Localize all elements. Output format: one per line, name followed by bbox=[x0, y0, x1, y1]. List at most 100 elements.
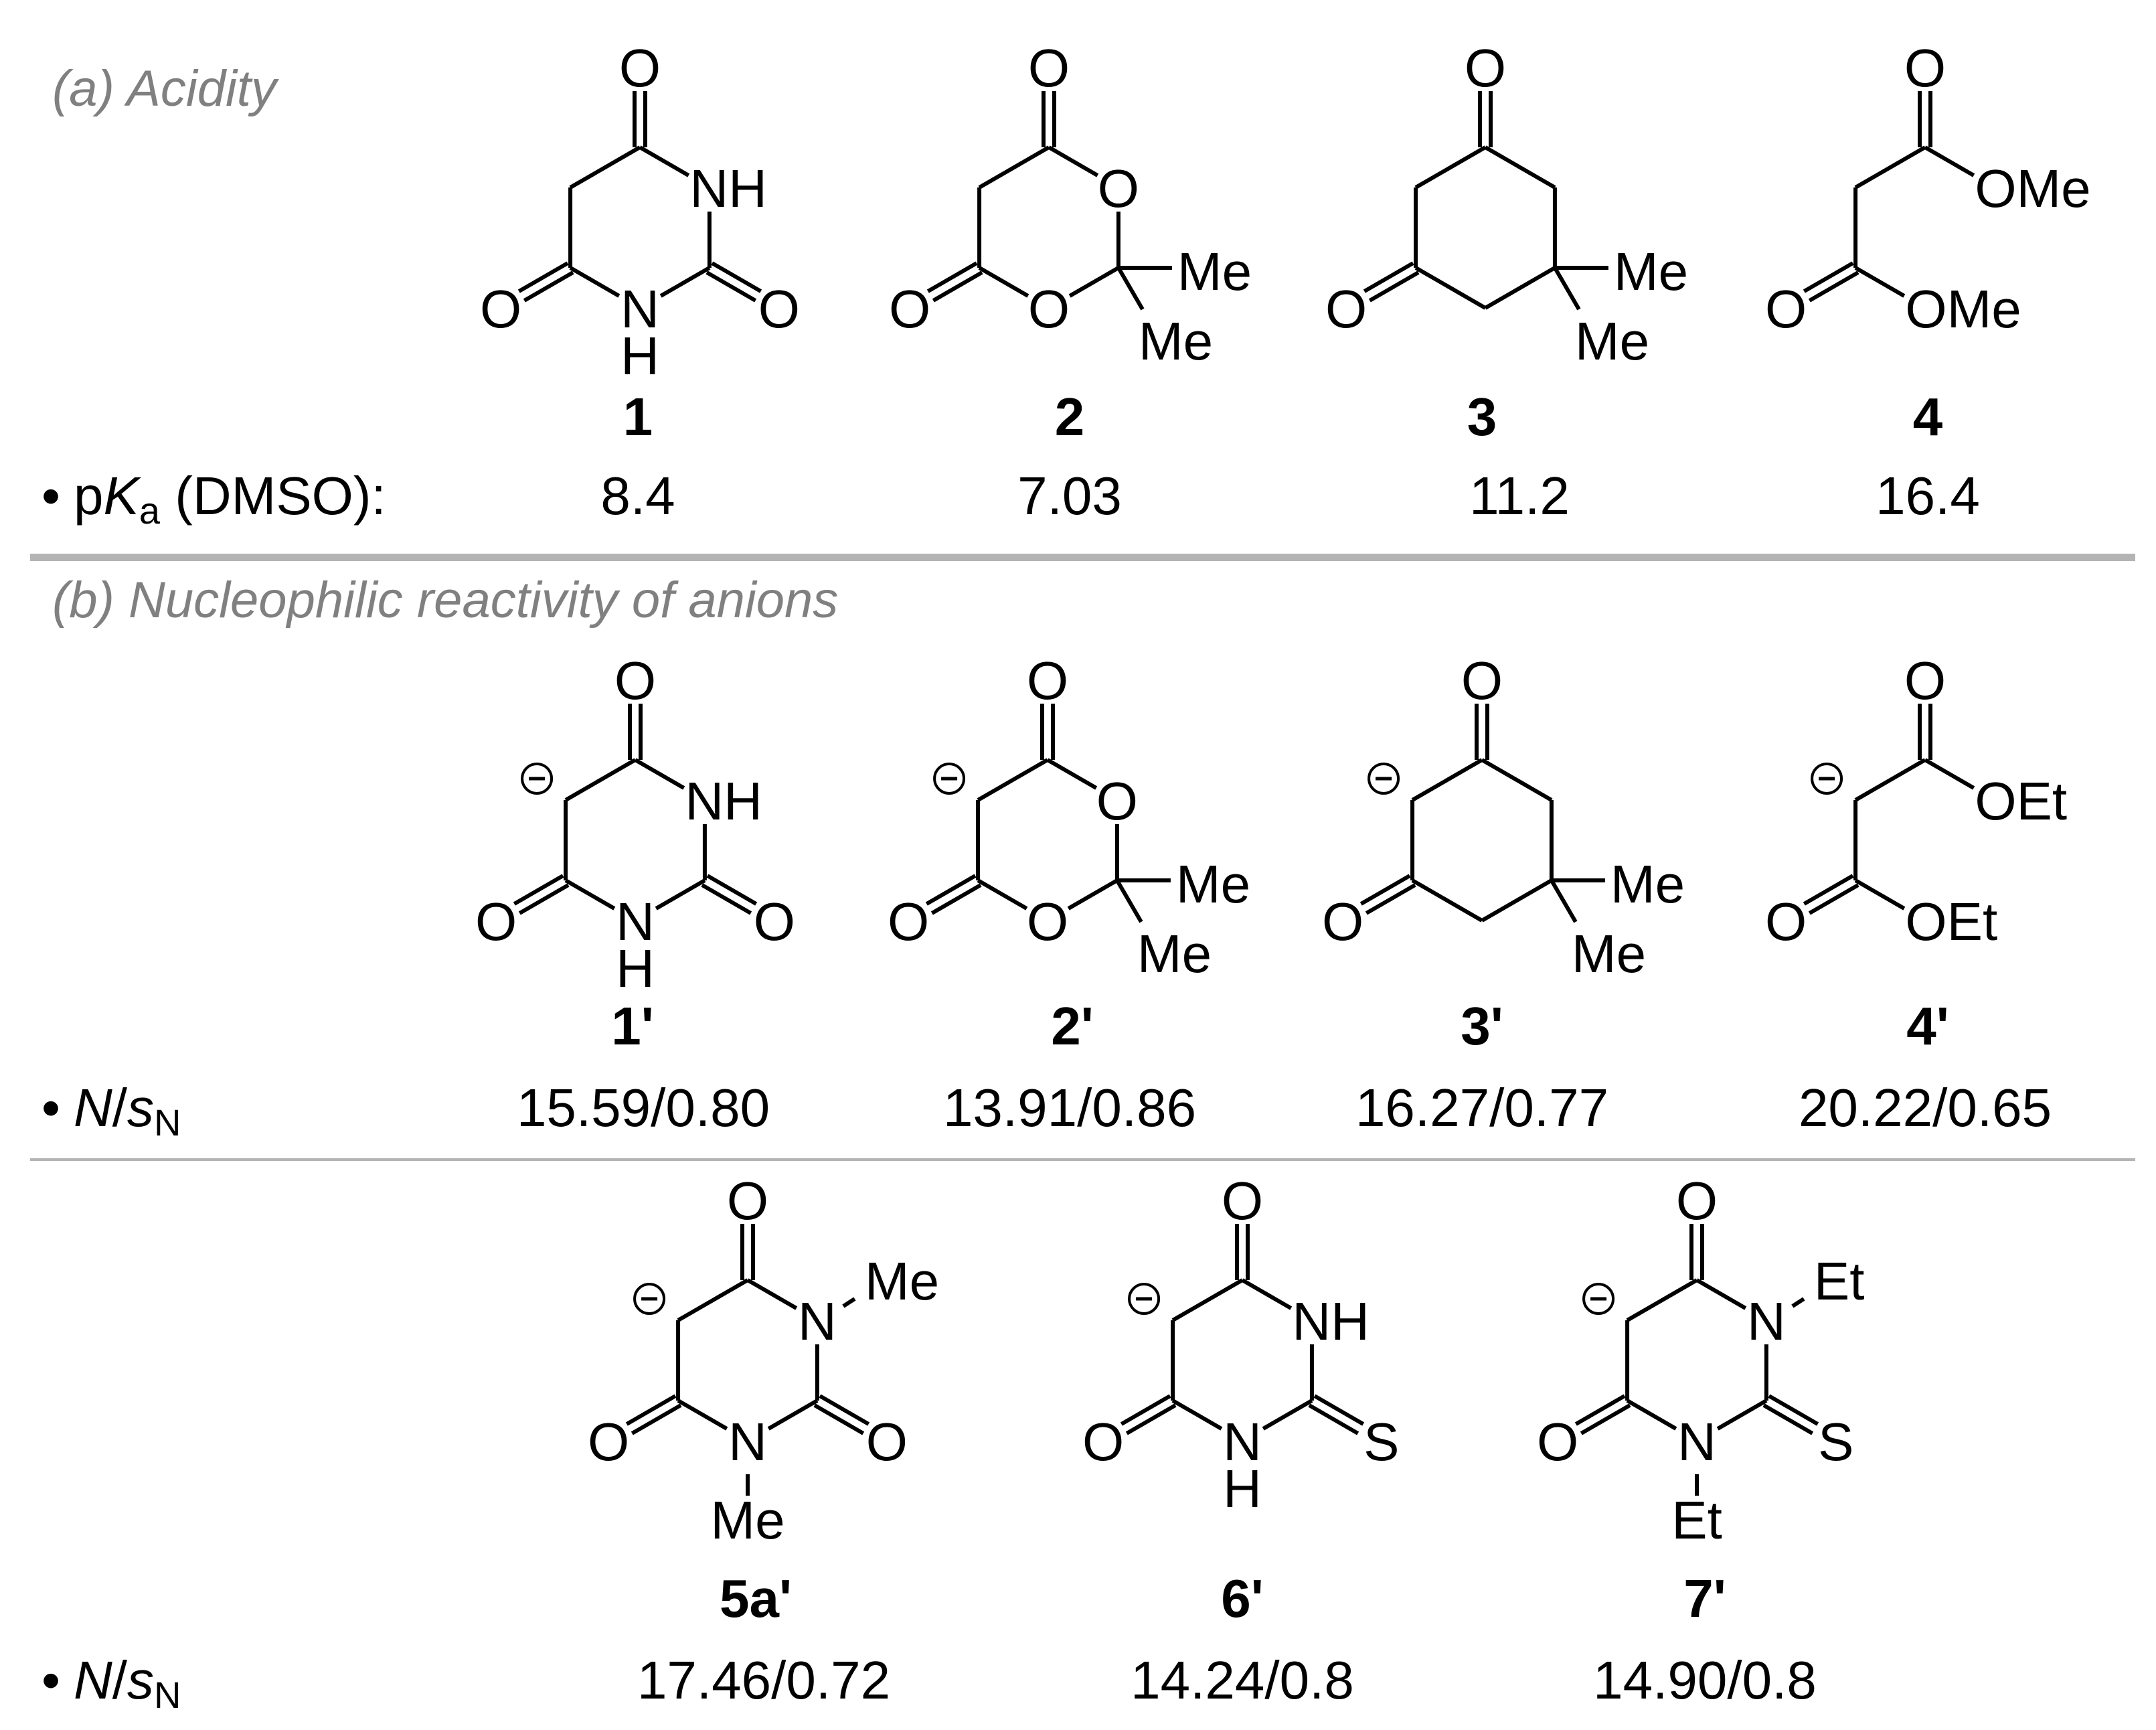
ring-bond bbox=[634, 758, 685, 790]
compound-number: 3' bbox=[1461, 996, 1503, 1056]
ring-bond bbox=[1924, 758, 1975, 790]
ring-bond bbox=[1241, 1278, 1293, 1310]
bullet: • bbox=[42, 1650, 60, 1710]
ring-bond bbox=[1924, 145, 1975, 177]
atom-label-o: O bbox=[758, 279, 800, 339]
bond bbox=[1553, 266, 1581, 311]
atom-label-o: O bbox=[1222, 1171, 1263, 1231]
pka-solvent: (DMSO): bbox=[160, 466, 386, 526]
atom-label-o: O bbox=[588, 1412, 629, 1472]
atom-label-o: O bbox=[1765, 279, 1807, 339]
atom-label-o: O bbox=[888, 892, 929, 951]
bond bbox=[1550, 879, 1578, 923]
atom-label-ome: OMe bbox=[1975, 159, 2090, 218]
double-bond-line bbox=[1313, 1394, 1365, 1426]
compound-number: 1' bbox=[611, 996, 654, 1056]
ring-bond bbox=[1481, 878, 1553, 923]
negative-charge-icon bbox=[1582, 1283, 1615, 1315]
atom-label-o: O bbox=[1028, 38, 1070, 98]
atom-label-o: O bbox=[614, 651, 656, 710]
atom-label-o: O bbox=[1098, 159, 1139, 218]
nucleophilicity-row-label-2: •N/sN bbox=[42, 1650, 181, 1716]
atom-label-o: O bbox=[475, 892, 517, 951]
double-bond-line bbox=[1803, 261, 1854, 293]
double-bond-line bbox=[1580, 1403, 1631, 1435]
ring-bond bbox=[569, 145, 641, 189]
atom-label-me: Me bbox=[1572, 924, 1646, 984]
compound-number: 4' bbox=[1906, 996, 1949, 1056]
bond bbox=[1791, 1297, 1805, 1308]
pka-k: K bbox=[104, 466, 142, 526]
ring-bond bbox=[978, 266, 1029, 298]
ring-bond bbox=[1414, 266, 1487, 310]
slash: / bbox=[112, 1650, 128, 1710]
double-bond-line bbox=[701, 883, 752, 915]
atom-label-me: Me bbox=[1177, 242, 1252, 301]
atom-label-o: O bbox=[1096, 771, 1138, 831]
atom-label-o: O bbox=[1322, 892, 1363, 951]
ring-bond bbox=[677, 1278, 749, 1322]
compound-value: 17.46/0.72 bbox=[637, 1650, 890, 1710]
negative-charge-icon bbox=[1367, 763, 1400, 795]
atom-label-o: O bbox=[1027, 651, 1068, 710]
double-bond-line bbox=[1308, 1403, 1359, 1435]
n-param: N bbox=[74, 1650, 112, 1710]
section-b-title: (b) Nucleophilic reactivity of anions bbox=[52, 572, 838, 629]
ring-bond bbox=[659, 266, 711, 298]
negative-charge-icon bbox=[1128, 1283, 1161, 1315]
ring-bond bbox=[1068, 266, 1120, 298]
pka-subscript: a bbox=[139, 489, 161, 532]
ring-bond bbox=[1411, 758, 1483, 802]
atom-label-o: O bbox=[1537, 1412, 1578, 1472]
compound-number: 6' bbox=[1221, 1569, 1264, 1628]
bond bbox=[1115, 879, 1143, 923]
atom-label-s: S bbox=[1363, 1412, 1399, 1472]
compound-value: 13.91/0.86 bbox=[943, 1078, 1196, 1137]
ring-bond bbox=[1481, 758, 1553, 802]
atom-label-oet: OEt bbox=[1905, 892, 1997, 951]
atom-label-me: Me bbox=[1610, 854, 1685, 914]
ring-bond bbox=[746, 1278, 798, 1310]
ring-bond bbox=[1854, 145, 1926, 189]
double-bond-line bbox=[711, 261, 762, 293]
atom-label-o: O bbox=[1904, 651, 1946, 710]
negative-charge-icon bbox=[521, 763, 554, 795]
compound-number: 7' bbox=[1683, 1569, 1726, 1628]
atom-label-me: Me bbox=[865, 1251, 939, 1311]
ring-bond bbox=[1484, 266, 1556, 310]
atom-label-n: N bbox=[1747, 1291, 1786, 1351]
slash: / bbox=[112, 1078, 128, 1137]
atom-label-o: O bbox=[1325, 279, 1367, 339]
ring-bond bbox=[569, 266, 620, 298]
atom-label-s: S bbox=[1818, 1412, 1853, 1472]
atom-label-nh: NH bbox=[1292, 1291, 1370, 1351]
atom-label-n: N bbox=[620, 279, 659, 339]
ring-bond bbox=[655, 878, 706, 911]
compound-value: 20.22/0.65 bbox=[1799, 1078, 2052, 1137]
ring-bond bbox=[564, 758, 637, 802]
pka-p: p bbox=[74, 466, 104, 526]
atom-label-o: O bbox=[1027, 892, 1068, 951]
atom-label-n: N bbox=[728, 1412, 767, 1472]
double-bond-line bbox=[631, 1403, 682, 1435]
bond bbox=[1116, 266, 1145, 311]
atom-label-me: Me bbox=[1614, 242, 1688, 301]
atom-label-o: O bbox=[1028, 279, 1070, 339]
compound-number: 2 bbox=[1055, 387, 1085, 447]
atom-label-n: N bbox=[1677, 1412, 1716, 1472]
ring-bond bbox=[1854, 266, 1906, 298]
atom-label-o: O bbox=[1465, 38, 1506, 98]
double-bond-line bbox=[513, 874, 564, 906]
n-param: N bbox=[74, 1078, 112, 1137]
ring-bond bbox=[1626, 1278, 1698, 1322]
atom-label-n: N bbox=[1223, 1412, 1262, 1472]
structures: NHNOOOH18.4OOOOMeMe27.03OOMeMe311.2OMeOM… bbox=[475, 38, 2091, 1710]
double-bond-line bbox=[932, 270, 983, 303]
atom-label-et: Et bbox=[1671, 1490, 1722, 1550]
